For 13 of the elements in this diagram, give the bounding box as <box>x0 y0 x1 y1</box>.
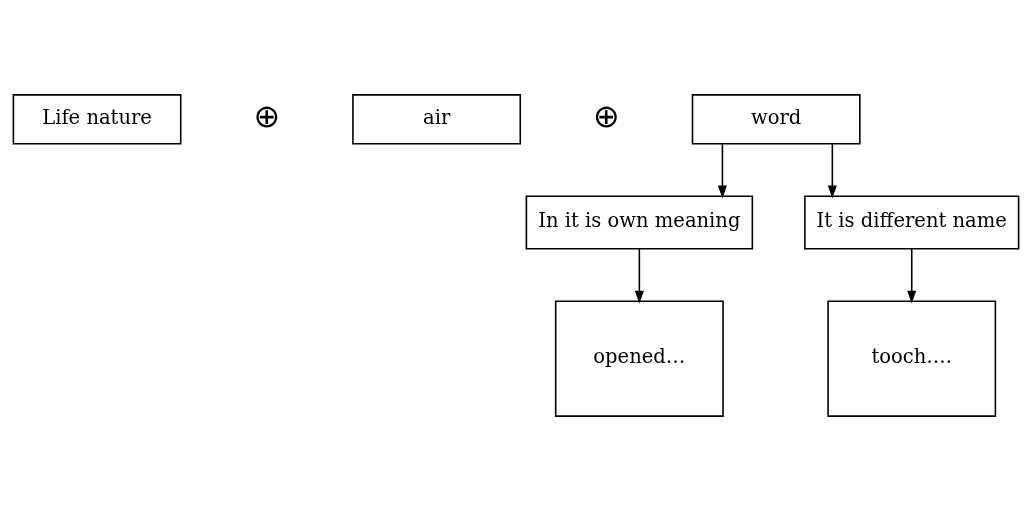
node-box: tooch…. <box>827 300 997 417</box>
node-box: air <box>352 93 522 145</box>
node-box: Life nature <box>12 93 182 145</box>
node-box: word <box>691 93 861 145</box>
label: ⊕ <box>593 97 620 134</box>
node-box: opened… <box>554 300 724 417</box>
node-box: It is different name <box>804 194 1020 250</box>
node-box: In it is own meaning <box>525 194 754 250</box>
arrow <box>907 247 917 304</box>
arrow <box>717 142 727 198</box>
arrow <box>634 247 644 304</box>
arrow <box>827 142 837 198</box>
label: ⊕ <box>253 97 281 134</box>
